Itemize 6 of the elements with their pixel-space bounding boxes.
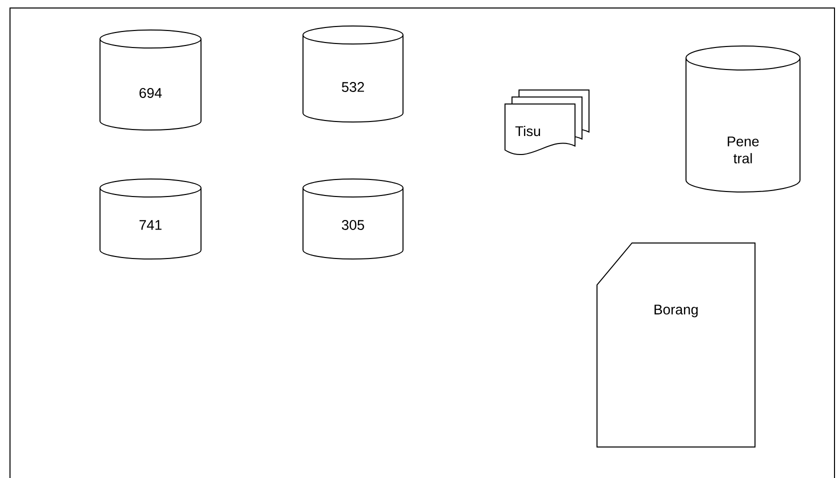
- document-stack: Tisu: [504, 90, 590, 155]
- storage-cylinder: 694: [100, 30, 202, 130]
- storage-cylinder: 532: [302, 26, 404, 122]
- storage-cylinder: 741: [100, 178, 202, 260]
- storage-cylinder: Pene tral: [686, 46, 800, 192]
- storage-cylinder: 305: [302, 178, 404, 260]
